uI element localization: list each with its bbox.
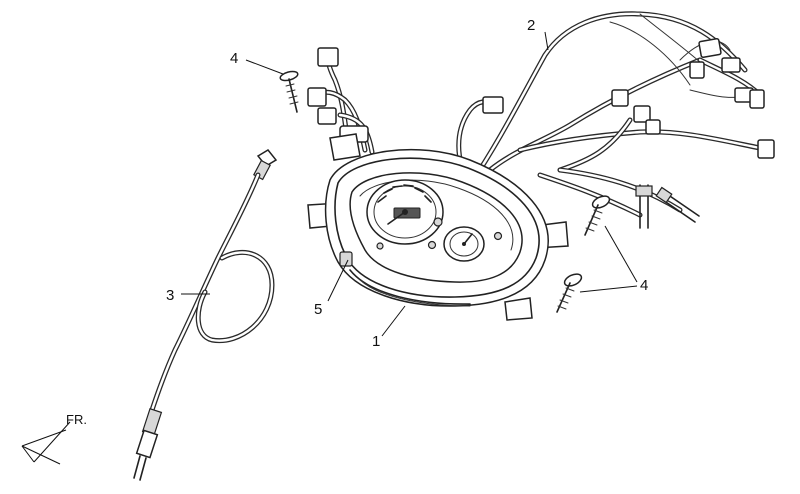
callout-screw-right: 4: [640, 277, 648, 294]
connector: [645, 119, 661, 135]
lamp-socket: [339, 251, 353, 267]
meter-connector-wires: [307, 47, 375, 158]
front-direction-arrow: [21, 421, 71, 465]
speedometer-cable: [133, 149, 278, 481]
callout-screw-top: 4: [230, 50, 238, 67]
screw-right-lower: [556, 273, 583, 313]
indicator-light: [493, 231, 503, 241]
wire-harness: [456, 11, 775, 229]
callout-harness: 2: [527, 17, 535, 34]
front-direction-label: FR.: [66, 412, 87, 427]
connector: [689, 61, 705, 79]
connector: [482, 96, 504, 114]
callout-meter: 1: [372, 333, 380, 350]
connector: [611, 89, 629, 107]
screw-right-upper: [584, 195, 611, 236]
connector: [721, 57, 741, 73]
meter-assembly: [307, 133, 569, 321]
connector: [317, 107, 337, 125]
indicator-light: [427, 240, 437, 250]
terminal-lead: [635, 184, 653, 229]
indicator-light: [376, 242, 384, 250]
terminal-lead: [655, 186, 700, 223]
connector: [757, 139, 775, 159]
callout-cable: 3: [166, 287, 174, 304]
screw-top: [279, 70, 299, 113]
connector: [307, 87, 327, 107]
connector: [698, 37, 722, 59]
connector: [749, 89, 765, 109]
connector: [317, 47, 339, 67]
connector: [633, 105, 651, 123]
callout-lamp: 5: [314, 301, 322, 318]
indicator-light: [433, 217, 443, 227]
